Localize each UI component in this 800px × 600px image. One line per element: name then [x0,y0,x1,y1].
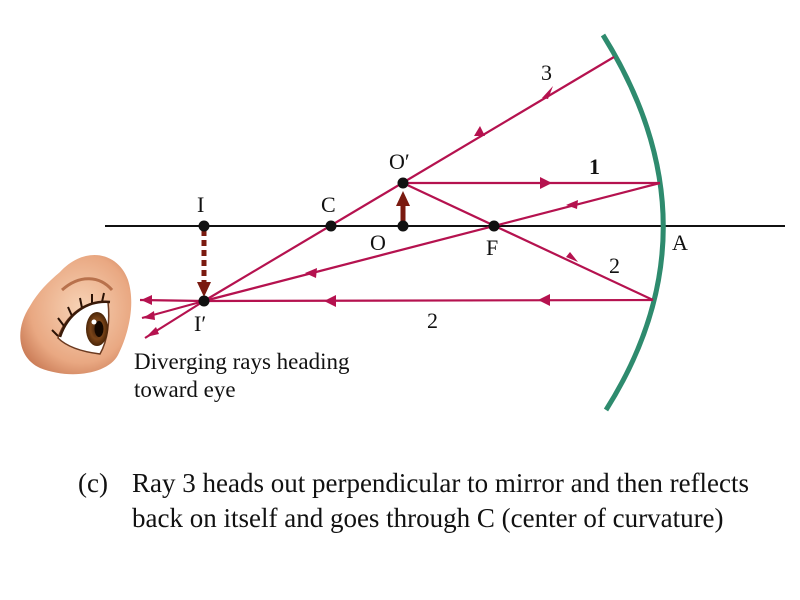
ray-2-incident [402,182,654,301]
point-I-prime [198,295,210,307]
caption-text: Ray 3 heads out perpendicular to mirror … [132,468,750,533]
diverging-rays-note: Diverging rays heading toward eye [134,348,434,404]
label-ray-3: 3 [541,60,552,85]
eye-highlight [91,319,97,325]
eye-lashes [51,292,105,337]
caption-tag: (c) [78,468,108,498]
eye-pupil [94,321,104,337]
eye-brow-shadow [61,277,114,292]
label-I: I [197,192,204,217]
image-arrow-head [197,282,211,297]
point-O-prime [397,177,409,189]
point-C [325,220,337,232]
label-A: A [672,230,688,255]
points [198,177,500,307]
ray-arrowheads [141,86,578,337]
arrowhead [141,295,152,305]
label-O-prime: O′ [389,149,410,174]
arrowhead [566,200,578,209]
arrowhead [474,126,485,136]
note-line-2: toward eye [134,377,236,402]
eye-illustration [20,254,132,375]
label-F: F [486,235,498,260]
label-ray-2-upper: 2 [609,253,620,278]
point-I [198,220,210,232]
rays [139,56,661,339]
arrowhead [143,311,155,320]
eye-lid-line [58,300,111,338]
arrowhead [540,177,552,189]
object-arrow-head [396,191,410,206]
point-F [488,220,500,232]
arrowhead [324,295,336,307]
arrowhead [538,294,550,306]
label-C: C [321,192,336,217]
ray-2-reflected [203,298,654,303]
label-I-prime: I′ [194,311,206,336]
label-O: O [370,230,386,255]
label-ray-2-lower: 2 [427,308,438,333]
ray-1-reflected [203,181,661,303]
ray-3 [203,56,615,302]
arrowhead [542,86,553,99]
arrowhead [305,268,317,278]
point-O [397,220,409,232]
arrowhead [146,327,159,337]
concave-mirror [600,33,666,412]
note-line-1: Diverging rays heading [134,349,350,374]
arrowhead [566,252,578,262]
label-ray-1: 1 [589,154,600,179]
